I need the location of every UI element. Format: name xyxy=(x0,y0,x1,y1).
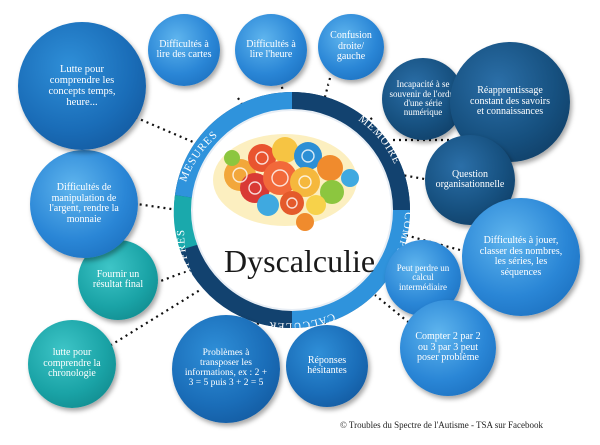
bubble-temps: Lutte pour comprendre les concepts temps… xyxy=(18,22,146,150)
bubble-compter: Compter 2 par 2 ou 3 par 3 peut poser pr… xyxy=(400,300,496,396)
ring-segment-memoire xyxy=(292,92,410,210)
center-title: Dyscalculie xyxy=(224,243,376,279)
connector-line xyxy=(129,113,201,147)
bubble-problemes: Problèmes à transposer les informations,… xyxy=(172,315,280,423)
bubble-argent: Difficultés de manipulation de l'argent,… xyxy=(30,150,138,258)
ring-segment-spatio xyxy=(175,92,292,198)
bubble-confusion: Confusion droite/ gauche xyxy=(318,14,384,80)
connector-line xyxy=(94,289,201,356)
credit-text: © Troubles du Spectre de l'Autisme - TSA… xyxy=(340,420,544,430)
bubble-cartes: Difficultés à lire des cartes xyxy=(148,14,220,86)
bubble-heure: Difficultés à lire l'heure xyxy=(235,14,307,86)
brain-gears-icon xyxy=(213,134,359,231)
bubble-chronologie: lutte pour comprendre la chronologie xyxy=(28,320,116,408)
bubble-jouer: Difficultés à jouer, classer des nombres… xyxy=(462,198,580,316)
bubble-reponses: Réponses hésitantes xyxy=(286,325,368,407)
